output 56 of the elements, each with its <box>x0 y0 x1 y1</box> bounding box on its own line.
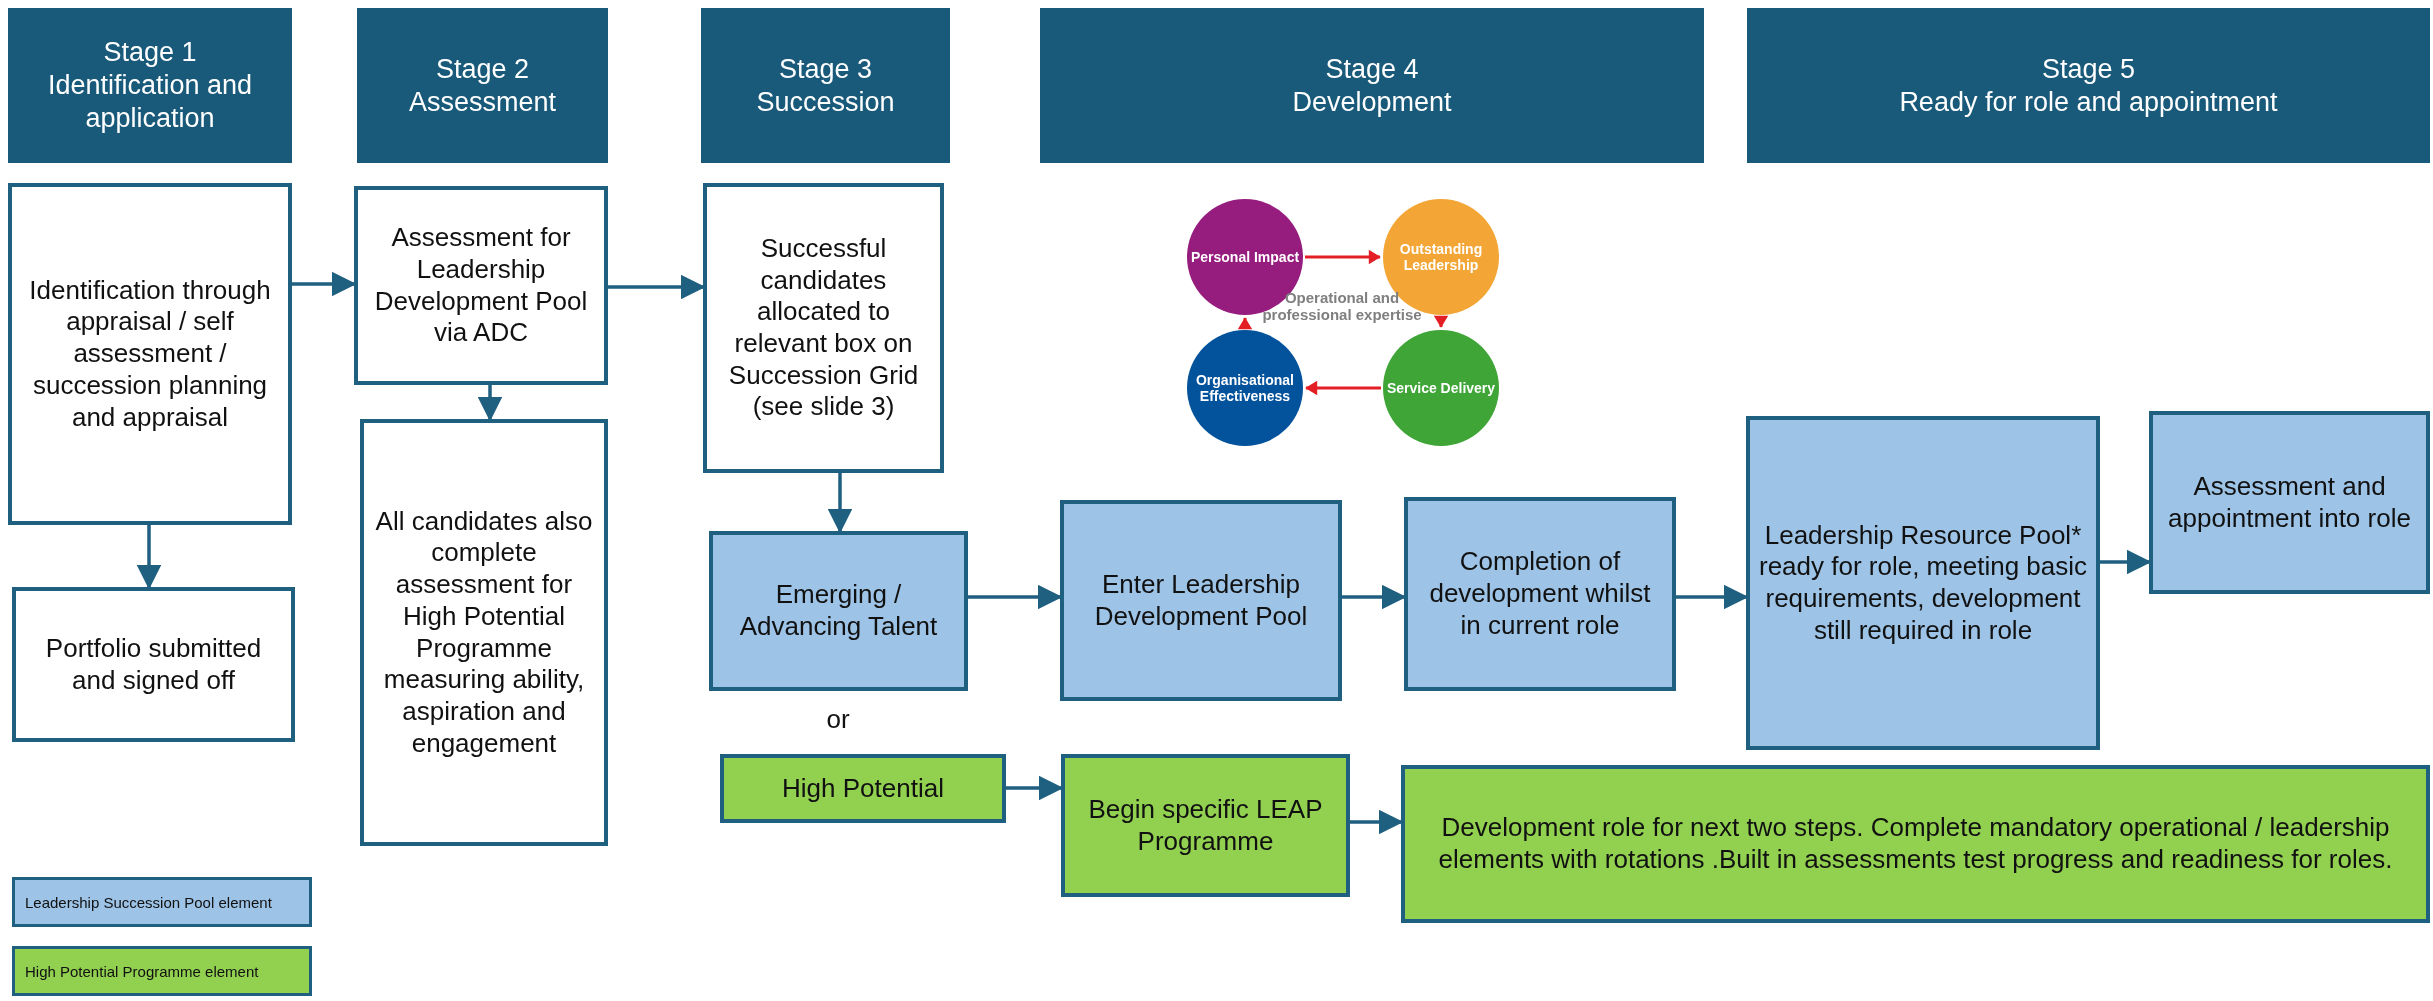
stage-number: Stage 5 <box>2041 52 2136 86</box>
process-box <box>709 531 968 691</box>
circle-text: Personal Impact <box>1190 248 1300 266</box>
arrow <box>1237 317 1253 330</box>
process-box <box>8 183 292 525</box>
circle-text: Outstanding Leadership <box>1398 240 1484 274</box>
process-box <box>720 754 1006 823</box>
stage-number: Stage 1 <box>103 36 197 70</box>
stage-title: Identification and application <box>46 69 254 135</box>
process-box <box>360 419 608 846</box>
arrow <box>136 525 162 590</box>
process-box <box>12 587 295 742</box>
process-box <box>1060 500 1342 701</box>
box-text: Assessment and appointment into role <box>2167 470 2412 535</box>
stage-title: Succession <box>756 85 895 119</box>
stage-title: Ready for role and appointment <box>1899 85 2278 119</box>
process-box <box>703 183 944 473</box>
arrow <box>1433 315 1449 328</box>
box-text: Leadership Resource Pool* ready for role, meeting basic requirements, development still required in role <box>1758 519 2088 647</box>
stage-title: Assessment <box>408 85 557 119</box>
or-label: or <box>825 705 851 735</box>
stage-number: Stage 2 <box>435 52 530 86</box>
arrow <box>477 385 503 422</box>
process-box <box>354 186 608 385</box>
box-text: Identification through appraisal / self assessment / succession planning and appraisal <box>28 274 272 434</box>
stage-number: Stage 4 <box>1325 52 1419 86</box>
box-text: Enter Leadership Development Pool <box>1093 568 1309 633</box>
process-box <box>1061 754 1350 897</box>
circle-text: Service Delivery <box>1386 379 1496 397</box>
stage-header <box>1040 8 1704 163</box>
box-text: Completion of development whilst in current role <box>1428 546 1652 642</box>
stage-header <box>8 8 292 163</box>
box-text: All candidates also complete assessment for High Potential Programme measuring ability, aspiration and engagement <box>374 505 594 760</box>
box-text: High Potential <box>782 772 944 805</box>
stage-header <box>701 8 950 163</box>
legend-text: Leadership Succession Pool element <box>25 893 272 911</box>
box-text: Successful candidates allocated to relevant box on Succession Grid (see slide 3) <box>727 232 920 424</box>
stage-header <box>357 8 608 163</box>
arrow <box>1305 380 1381 396</box>
legend-text: High Potential Programme element <box>25 962 259 980</box>
process-box <box>2149 411 2430 594</box>
process-box <box>1401 765 2430 923</box>
arrow <box>1305 249 1381 265</box>
center-caption: Operational and professional expertise <box>1262 289 1422 324</box>
box-text: Begin specific LEAP Programme <box>1087 793 1324 858</box>
circle-text: Organisational Effectiveness <box>1195 371 1295 405</box>
process-box <box>1746 416 2100 750</box>
process-box <box>1404 497 1676 691</box>
box-text: Emerging / Advancing Talent <box>738 579 939 643</box>
box-text: Portfolio submitted and signed off <box>44 632 263 697</box>
box-text: Development role for next two steps. Complete mandatory operational / leadership elements with rotations .Built in assessments test progress and readiness for roles. <box>1437 812 2394 876</box>
stage-header <box>1747 8 2430 163</box>
stage-number: Stage 3 <box>778 52 873 86</box>
arrow <box>827 473 853 534</box>
stage-title: Development <box>1292 85 1452 119</box>
box-text: Assessment for Leadership Development Pool via ADC <box>373 222 589 349</box>
